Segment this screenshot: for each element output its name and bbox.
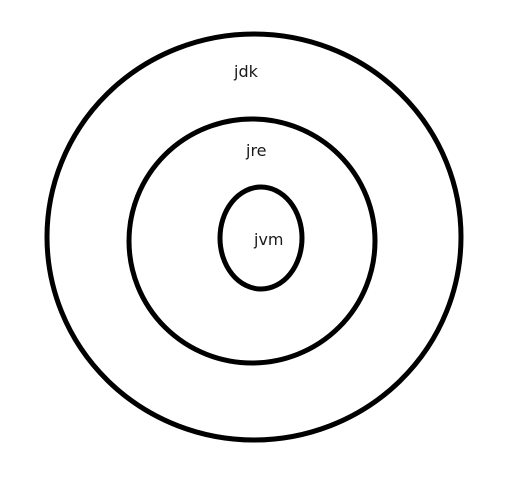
jdk-circle — [44, 31, 464, 443]
jre-label: jre — [245, 141, 267, 160]
jre-circle — [126, 116, 378, 366]
jdk-label: jdk — [233, 62, 259, 81]
jvm-label: jvm — [253, 230, 284, 249]
jvm-circle — [217, 184, 305, 292]
